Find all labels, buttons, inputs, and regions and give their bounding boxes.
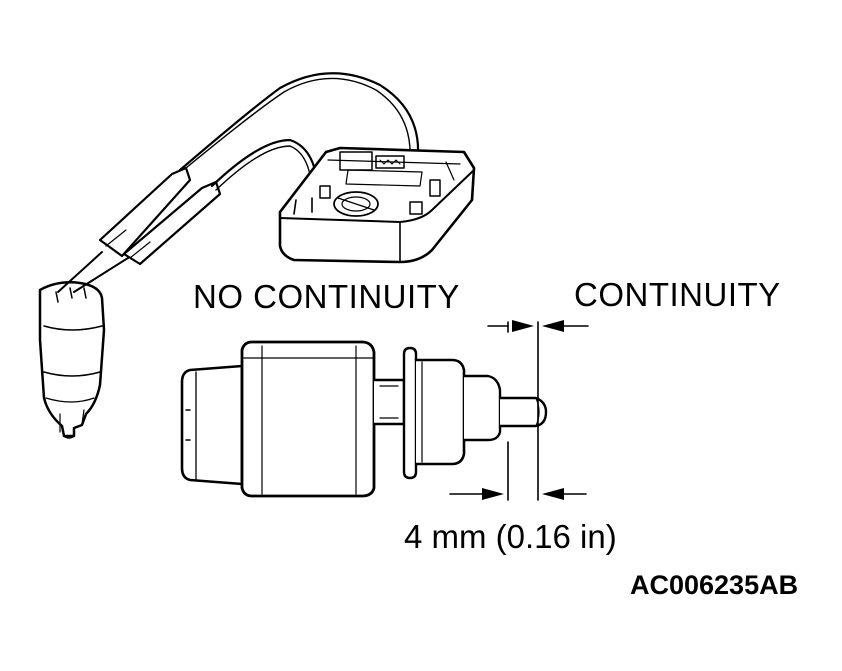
dimension-label: 4 mm (0.16 in) (404, 518, 617, 555)
no-continuity-label: NO CONTINUITY (193, 278, 460, 315)
dimension-arrows (482, 320, 564, 500)
test-probes (58, 168, 220, 292)
multimeter (280, 148, 474, 262)
continuity-label: CONTINUITY (574, 276, 781, 313)
dimension-lines (450, 322, 588, 500)
figure-code: AC006235AB (630, 570, 799, 600)
brake-switch-side-view (182, 342, 546, 496)
probed-switch (40, 282, 104, 438)
